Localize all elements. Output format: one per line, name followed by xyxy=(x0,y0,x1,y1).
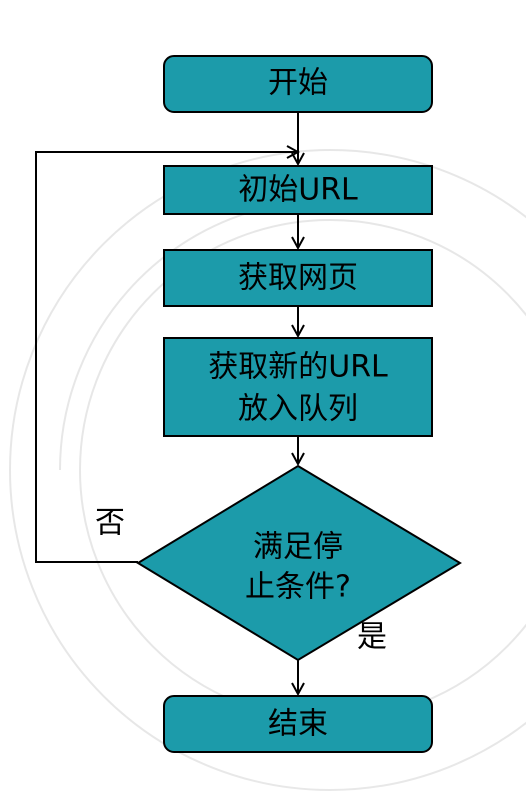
end-node xyxy=(163,695,433,753)
fetch-page-node xyxy=(163,249,433,307)
yes-branch-label: 是 xyxy=(357,620,387,655)
condition-node-label-line1: 满足停 xyxy=(253,530,343,565)
no-branch-label: 否 xyxy=(95,506,125,541)
condition-node-label-line2: 止条件? xyxy=(245,570,351,605)
queue-node-label-line1: 获取新的URL xyxy=(208,350,388,385)
start-node-label: 开始 xyxy=(268,66,328,101)
end-node-label: 结束 xyxy=(268,707,328,742)
condition-node xyxy=(136,464,462,662)
queue-node xyxy=(163,337,433,437)
fetch-page-node-label: 获取网页 xyxy=(238,261,358,296)
init-url-node-label: 初始URL xyxy=(238,173,358,208)
start-node xyxy=(163,55,433,113)
loop-back-arrow xyxy=(35,152,298,563)
queue-node-label-line2: 放入队列 xyxy=(238,392,358,427)
init-url-node xyxy=(163,165,433,215)
watermark-seal xyxy=(9,149,526,791)
